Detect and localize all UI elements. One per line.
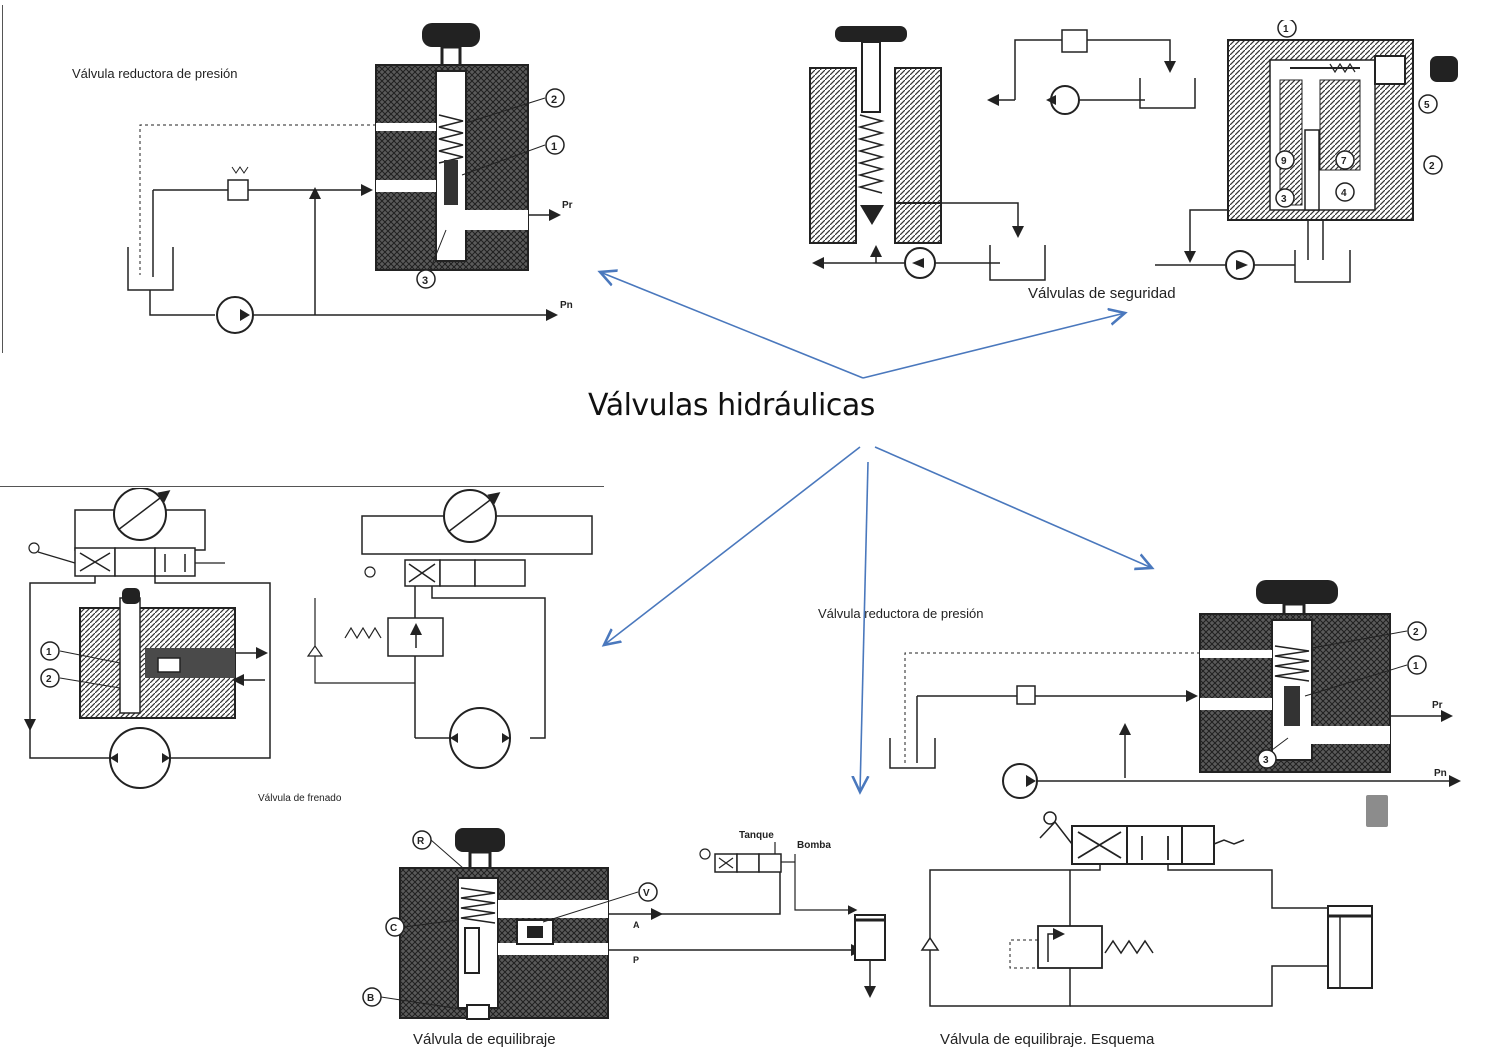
check-valve-icon: [306, 644, 324, 657]
svg-text:2: 2: [1429, 161, 1435, 172]
port-p: P: [633, 955, 639, 965]
svg-text:R: R: [417, 836, 425, 847]
reductora-bottom-diagram: Válvula reductora de presión 2 1 3 Pr Pn: [818, 580, 1461, 799]
callout-2: [1407, 621, 1427, 641]
port-a: A: [633, 920, 640, 930]
adjust-knob-icon: [1256, 580, 1338, 604]
cylinder-icon: [1327, 905, 1373, 989]
adjust-knob-icon: [455, 828, 505, 852]
callout-7: [1335, 150, 1355, 170]
callout-1: [545, 135, 565, 155]
tank-icon: [889, 738, 936, 769]
equilibraje-esquema-diagram: Válvula de equilibraje. Esquema: [920, 811, 1373, 1048]
port-pn: Pn: [560, 300, 573, 311]
callout-2: [1423, 155, 1443, 175]
valve-body-left: [809, 67, 857, 244]
adjust-knob-icon: [122, 588, 140, 604]
svg-text:V: V: [643, 888, 650, 899]
svg-text:C: C: [390, 923, 397, 934]
callout-9: [1275, 150, 1295, 170]
svg-text:1: 1: [46, 647, 52, 658]
callout-3: [416, 269, 436, 289]
svg-text:9: 9: [1281, 156, 1287, 167]
reductora-top-diagram: Válvula reductora de presión 2 1 3: [72, 23, 573, 334]
svg-text:2: 2: [551, 94, 557, 106]
panel-reductora-bottom: Válvula reductora de presión 2 1 3 Pr Pn: [810, 578, 1470, 808]
check-valve-icon: [920, 936, 940, 951]
panel-seguridad: 1 2 3 4 5 7 9 Válvulas de seguridad: [800, 20, 1490, 310]
relief-valve-icon: [227, 179, 249, 201]
callout-1: [1407, 655, 1427, 675]
svg-text:2: 2: [1413, 627, 1419, 638]
svg-text:B: B: [367, 993, 374, 1004]
spring-icon: [460, 887, 496, 924]
panel-reductora-top: Válvula reductora de presión 2 1 3: [10, 15, 610, 345]
arrow-to-reductora-bottom: [874, 446, 1152, 568]
panel-frenado: 1 2 Válvula de frenado: [10, 488, 610, 808]
reductora-bottom-caption: Válvula reductora de presión: [818, 606, 984, 621]
tank-icon: [127, 247, 174, 291]
svg-text:2: 2: [46, 674, 52, 685]
spring-icon: [1274, 645, 1310, 682]
panel-equilibraje-esquema: Válvula de equilibraje. Esquema: [910, 808, 1390, 1053]
callout-2: [40, 668, 60, 688]
svg-text:3: 3: [1263, 755, 1269, 766]
callout-3: [1275, 188, 1295, 208]
frenado-caption: Válvula de frenado: [258, 793, 342, 804]
svg-text:3: 3: [1281, 194, 1287, 205]
svg-text:1: 1: [551, 141, 557, 153]
callout-1: [40, 641, 60, 661]
bomba-label: Bomba: [797, 840, 831, 851]
equilibraje-esquema-caption: Válvula de equilibraje. Esquema: [940, 1031, 1155, 1048]
port-pn: Pn: [1434, 768, 1447, 779]
svg-text:4: 4: [1341, 188, 1347, 199]
reductora-top-caption: Válvula reductora de presión: [72, 66, 238, 81]
adjust-knob-icon: [422, 23, 480, 47]
tanque-label: Tanque: [739, 830, 774, 841]
svg-text:1: 1: [1283, 24, 1289, 35]
adjust-knob-icon-2: [1430, 56, 1458, 82]
svg-text:1: 1: [1413, 661, 1419, 672]
callout-4: [1335, 182, 1355, 202]
arrow-to-seguridad: [862, 313, 1125, 379]
callout-1: [1277, 20, 1297, 38]
adjust-knob-icon: [835, 26, 907, 42]
seguridad-diagram: 1 2 3 4 5 7 9 Válvulas de seguridad: [809, 20, 1458, 302]
poppet-icon: [860, 205, 884, 225]
callout-v: [638, 882, 658, 902]
frame-line-middle: [0, 486, 604, 487]
svg-text:5: 5: [1424, 100, 1430, 111]
equilibraje-caption: Válvula de equilibraje: [413, 1031, 556, 1048]
tank-icon-2: [1139, 78, 1196, 109]
callout-3: [1257, 749, 1277, 769]
svg-text:7: 7: [1341, 156, 1347, 167]
port-pr: Pr: [1432, 700, 1443, 711]
seguridad-caption: Válvulas de seguridad: [1028, 285, 1176, 302]
relief-valve-icon: [1016, 685, 1036, 705]
spring-icon: [857, 114, 885, 194]
frenado-diagram: 1 2 Válvula de frenado: [24, 488, 593, 804]
callout-2: [545, 88, 565, 108]
equilibraje-diagram: R C V B A P Tanque Bomba Válvula de equi…: [362, 828, 886, 1048]
frame-line-left: [2, 5, 3, 353]
cylinder-icon: [854, 914, 886, 961]
port-pr: Pr: [562, 200, 573, 211]
motor-icon-4: [449, 707, 511, 769]
page-title: Válvulas hidráulicas: [588, 388, 875, 423]
callout-5: [1418, 94, 1438, 114]
panel-equilibraje: R C V B A P Tanque Bomba Válvula de equi…: [355, 810, 905, 1055]
slide-handle: [1366, 795, 1388, 827]
relief-valve-icon: [1061, 29, 1088, 53]
svg-text:3: 3: [422, 275, 428, 287]
spring-icon: [438, 114, 464, 164]
motor-icon-2: [109, 727, 171, 789]
